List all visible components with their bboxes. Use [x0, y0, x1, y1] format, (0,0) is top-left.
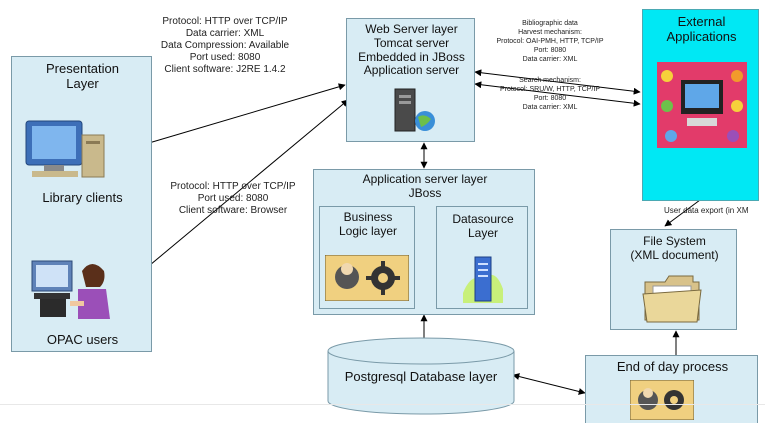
- database-server-icon: [463, 256, 503, 303]
- application-server-layer-title: Application server layer JBoss: [362, 172, 488, 200]
- postgresql-database-cylinder: [327, 337, 515, 415]
- desktop-computer-icon: [25, 120, 105, 178]
- bibliographic-harvest-note: Bibliographic data Harvest mechanism: Pr…: [496, 20, 604, 63]
- gears-icon: [325, 255, 409, 301]
- arrow-external-filesystem: [664, 199, 701, 227]
- web-server-layer-box: Web Server layer Tomcat server Embedded …: [346, 18, 475, 142]
- protocol-xml-note: Protocol: HTTP over TCP/IP Data carrier:…: [160, 16, 290, 75]
- end-of-day-process-title: End of day process: [616, 359, 729, 374]
- business-logic-layer-title: Business Logic layer: [338, 210, 398, 238]
- opac-users-label: OPAC users: [46, 332, 119, 347]
- datasource-layer-box: Datasource Layer: [436, 206, 528, 309]
- presentation-layer-title: Presentation Layer: [46, 61, 119, 91]
- connected-devices-icon: [657, 62, 747, 148]
- arrow-webserver-library: [131, 83, 346, 150]
- gears-process-icon: [630, 380, 694, 420]
- server-icon: [394, 88, 435, 132]
- arrow-database-endofday: [512, 373, 586, 395]
- file-system-box: File System (XML document): [610, 229, 737, 330]
- web-server-layer-title: Web Server layer Tomcat server Embedded …: [358, 22, 465, 78]
- external-applications-title: External Applications: [666, 14, 737, 44]
- person-at-computer-icon: [31, 260, 110, 319]
- presentation-layer-box: Presentation Layer Library clients OPAC …: [11, 56, 152, 352]
- external-applications-box: External Applications: [642, 9, 759, 201]
- protocol-browser-note: Protocol: HTTP over TCP/IP Port used: 80…: [170, 181, 296, 216]
- bottom-divider: [0, 404, 765, 405]
- library-clients-label: Library clients: [42, 190, 123, 205]
- user-data-export-note: User data export (in XM: [664, 206, 749, 215]
- postgresql-database-label: Postgresql Database layer: [344, 369, 498, 384]
- business-logic-layer-box: Business Logic layer: [319, 206, 415, 309]
- end-of-day-process-box: End of day process: [585, 355, 758, 423]
- application-server-layer-box: Application server layer JBoss Business …: [313, 169, 535, 315]
- file-system-title: File System (XML document): [630, 234, 719, 262]
- arrow-webserver-external-bottom: [474, 81, 641, 107]
- search-mechanism-note: Search mechanism: Protocol: SRU/W, HTTP,…: [499, 77, 601, 111]
- folder-icon: [642, 275, 702, 323]
- datasource-layer-title: Datasource Layer: [452, 212, 514, 240]
